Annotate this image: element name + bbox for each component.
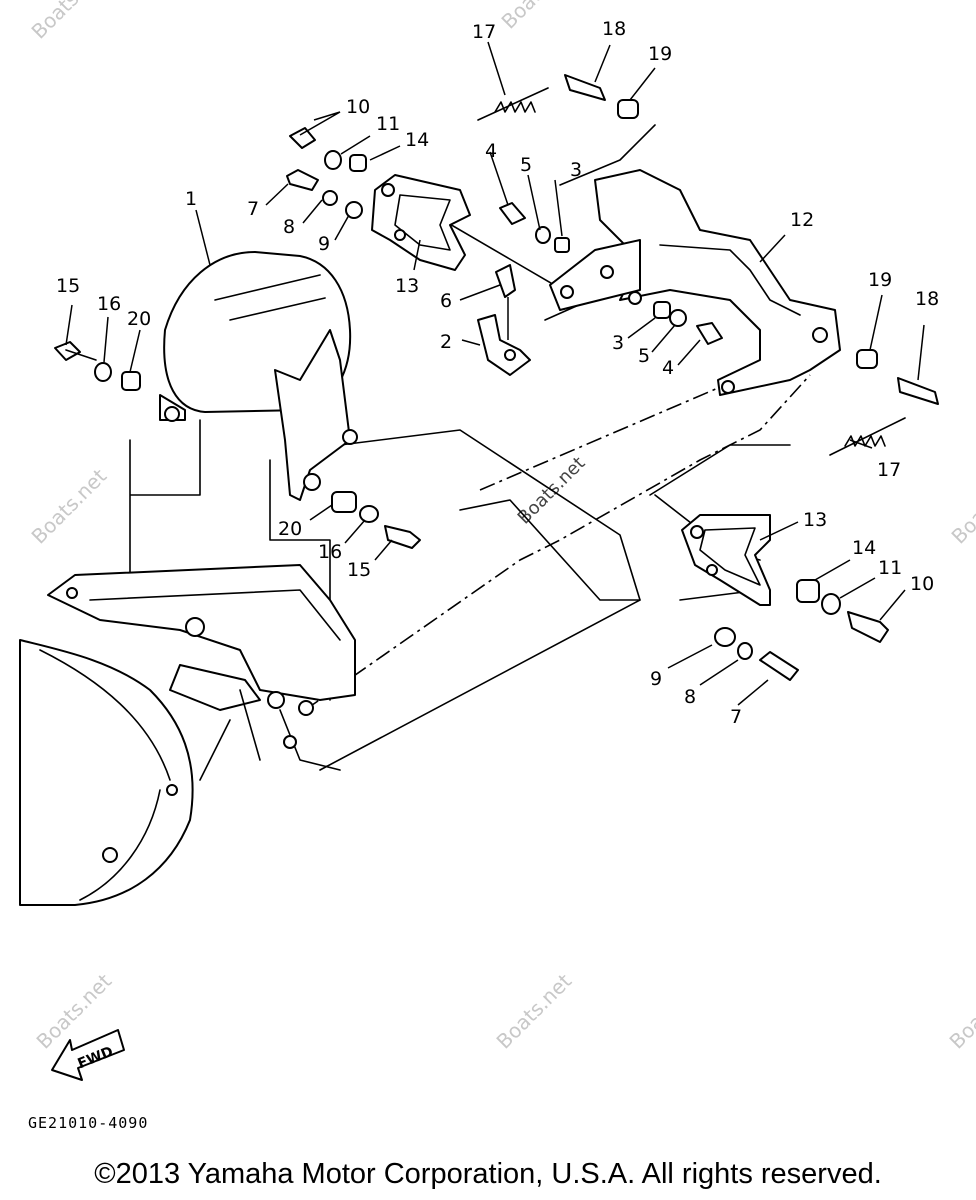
part-19-bushing[interactable]: [617, 99, 878, 369]
callout-16: 16: [318, 541, 342, 563]
callout-7: 7: [247, 198, 259, 220]
assembly-lines: [129, 124, 811, 771]
callout-20: 20: [127, 308, 151, 330]
callout-4: 4: [485, 140, 497, 162]
callout-17: 17: [877, 459, 901, 481]
callout-5: 5: [638, 345, 650, 367]
left-bolt-stack[interactable]: [54, 341, 141, 391]
callout-19: 19: [648, 43, 672, 65]
part-1-cover[interactable]: [159, 251, 352, 422]
link-plate[interactable]: [549, 239, 642, 311]
callout-14: 14: [405, 129, 429, 151]
pump-housing[interactable]: [19, 564, 356, 906]
part-6-grease-fitting[interactable]: [495, 264, 516, 340]
callout-18: 18: [602, 18, 626, 40]
cover-bracket[interactable]: [274, 329, 358, 501]
callout-18: 18: [915, 288, 939, 310]
callout-10: 10: [346, 96, 370, 118]
callout-8: 8: [283, 216, 295, 238]
callout-7: 7: [730, 706, 742, 728]
part-17-spring-lower[interactable]: [829, 417, 906, 456]
callout-1: 1: [185, 188, 197, 210]
callout-8: 8: [684, 686, 696, 708]
callout-13: 13: [395, 275, 419, 297]
callout-19: 19: [868, 269, 892, 291]
diagram-code: GE21010-4090: [28, 1114, 148, 1132]
callout-2: 2: [440, 331, 452, 353]
callout-14: 14: [852, 537, 876, 559]
part-2-mount[interactable]: [477, 314, 531, 376]
callout-15: 15: [347, 559, 371, 581]
watermark: Boats.net: [492, 969, 577, 1054]
watermarks: Boats.net Boats.net Boats.net Boats.net …: [27, 0, 976, 1054]
part-13-plate-upper[interactable]: [371, 174, 471, 271]
callout-10: 10: [910, 573, 934, 595]
fasteners-3-4-5[interactable]: [499, 202, 723, 345]
callout-9: 9: [650, 668, 662, 690]
callout-20: 20: [278, 518, 302, 540]
watermark: Boats.net: [27, 0, 112, 44]
callout-6: 6: [440, 290, 452, 312]
copyright-notice: ©2013 Yamaha Motor Corporation, U.S.A. A…: [94, 1158, 882, 1190]
callout-9: 9: [318, 233, 330, 255]
callout-13: 13: [803, 509, 827, 531]
callout-16: 16: [97, 293, 121, 315]
upper-fasteners[interactable]: [286, 127, 367, 219]
callout-3: 3: [612, 332, 624, 354]
part-17-spring-upper[interactable]: [477, 87, 549, 121]
callout-17: 17: [472, 21, 496, 43]
callout-11: 11: [878, 557, 902, 579]
callout-11: 11: [376, 113, 400, 135]
callout-15: 15: [56, 275, 80, 297]
lower-bolt-stack[interactable]: [331, 491, 421, 549]
part-13-plate-lower[interactable]: [681, 514, 771, 606]
callout-4: 4: [662, 357, 674, 379]
fwd-arrow-icon: FWD: [51, 1029, 125, 1081]
callout-3: 3: [570, 159, 582, 181]
part-18-pin[interactable]: [564, 74, 939, 405]
leader-lines: [65, 41, 925, 706]
lower-right-fasteners[interactable]: [714, 579, 889, 681]
watermark: Boats.net: [27, 464, 112, 549]
watermark: Boats.net: [947, 464, 976, 549]
callout-5: 5: [520, 154, 532, 176]
watermark: Boats.net: [945, 969, 976, 1054]
callouts: 1 2 3 3 4 4 5 5 6 7 7 8 8 9 9 10 10 11 1…: [56, 18, 939, 728]
callout-12: 12: [790, 209, 814, 231]
watermark: Boats.net: [497, 0, 582, 34]
